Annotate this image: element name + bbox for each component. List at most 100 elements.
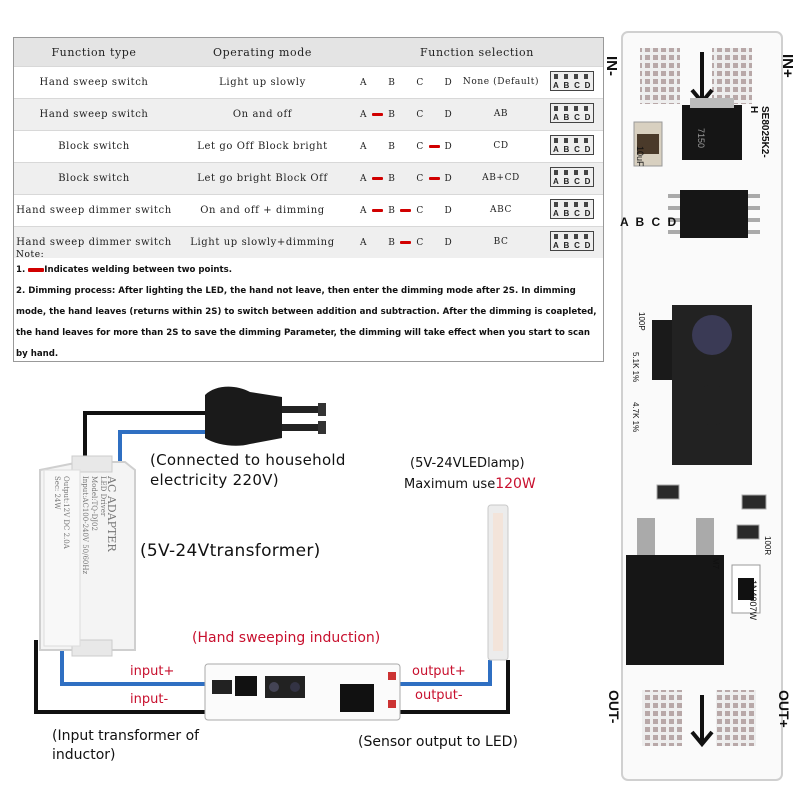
pad-letter: D [444, 237, 453, 248]
weld-mark-icon [428, 176, 440, 180]
pad-diagram-letter: B [563, 209, 570, 218]
chip-marking: 7150 [696, 128, 706, 149]
in-plus-label: IN+ [779, 54, 796, 78]
weld-gap [428, 174, 440, 184]
power-plug-icon [205, 386, 326, 446]
pad-letter: A [359, 77, 368, 88]
adapter-title: AC ADAPTER [105, 476, 118, 552]
operating-mode-cell: Light up slowly [174, 66, 351, 99]
weld-mark-icon [372, 176, 384, 180]
operating-mode-cell: On and off [174, 98, 351, 131]
weld-mark-icon [400, 240, 412, 244]
r4-label: 100R [763, 536, 772, 556]
table-header-row: Function type Operating mode Function se… [14, 38, 603, 67]
weld-gap [372, 206, 384, 216]
wire-blue-output [400, 660, 492, 686]
pad-out-plus [716, 690, 756, 746]
pad-diagram-letter: A [553, 177, 560, 186]
pad-letter: D [444, 141, 453, 152]
pad-out-minus [642, 690, 682, 746]
pad-letter: A [359, 237, 368, 248]
pad-in-minus [640, 48, 680, 104]
option-cell: BC [461, 226, 541, 258]
pad-diagram-letter: D [584, 113, 591, 122]
pad-diagram-letter: D [584, 209, 591, 218]
pad-letter: A [359, 173, 368, 184]
pad-diagram-letter: D [584, 241, 591, 250]
sensor-board-small [204, 663, 401, 721]
pad-diagram-letter: C [574, 81, 581, 90]
wire-black-output [400, 660, 510, 714]
pad-letter: C [416, 109, 424, 120]
weld-gap [400, 206, 412, 216]
r2-label: 5.1K 1% [631, 352, 640, 383]
option-cell: None (Default) [461, 66, 541, 99]
adapter-line: Model:TQ-DJ02 [90, 476, 98, 531]
cap-label: 10uF [635, 146, 645, 167]
r3-label: 4.7K 1% [631, 402, 640, 433]
pad-in-plus [712, 48, 752, 104]
function-table: Function type Operating mode Function se… [13, 37, 604, 362]
function-type-cell: Block switch [14, 130, 174, 163]
pad-letter: B [388, 173, 396, 184]
option-cell: ABC [461, 194, 541, 227]
r1-label: 100P [637, 312, 646, 331]
pad-diagram-letter: B [563, 113, 570, 122]
pad-letter: B [388, 237, 396, 248]
pad-diagram-letter: C [574, 209, 581, 218]
max-use-label: Maximum use120W [404, 476, 536, 492]
pad-letter: A [359, 109, 368, 120]
wire-blue-top [118, 430, 240, 465]
sensor-output-label: (Sensor output to LED) [358, 734, 518, 750]
weld-mark-icon [372, 208, 384, 212]
wiring-diagram [34, 386, 510, 721]
out-minus-label: OUT- [606, 690, 622, 724]
selection-letters-cell: A B C D [351, 226, 461, 258]
operating-mode-cell: Let go Off Block bright [174, 130, 351, 163]
pads-label: A B C D [620, 215, 679, 229]
output-minus-label: output- [415, 688, 463, 703]
function-type-cell: Hand sweep switch [14, 98, 174, 131]
pad-letter: C [416, 205, 424, 216]
pad-letter: C [416, 173, 424, 184]
wire-blue-input [60, 640, 205, 686]
pad-letter: A [359, 141, 368, 152]
wire-black-input [34, 640, 205, 714]
adapter-line: Sec: 24W [53, 476, 61, 510]
pad-diagram-letter: B [563, 81, 570, 90]
pad-diagram-letter: B [563, 241, 570, 250]
option-cell: CD [461, 130, 541, 163]
note-1-number: 1. [16, 265, 26, 275]
wire-black-top [83, 411, 240, 465]
inductor-label: 1N4007W [748, 580, 758, 621]
pad-letter: B [388, 205, 396, 216]
pad-letter: D [444, 205, 453, 216]
diode-label: M7 [711, 558, 720, 570]
output-plus-label: output+ [412, 664, 466, 679]
weld-mark-icon [372, 112, 384, 116]
note-1: 1. Indicates welding between two points. [14, 260, 603, 281]
weld-mark-icon [28, 267, 45, 272]
household-label: (Connected to household electricity 220V… [150, 451, 346, 489]
pad-letter: B [388, 77, 396, 88]
input-minus-label: input- [130, 692, 169, 707]
pad-diagram-letter: C [574, 177, 581, 186]
pad-letter: D [444, 77, 453, 88]
pad-letter: C [416, 237, 424, 248]
note-2: 2. Dimming process: After lighting the L… [16, 286, 597, 359]
pad-diagram-letter: A [553, 209, 560, 218]
pad-diagram-letter: D [584, 145, 591, 154]
